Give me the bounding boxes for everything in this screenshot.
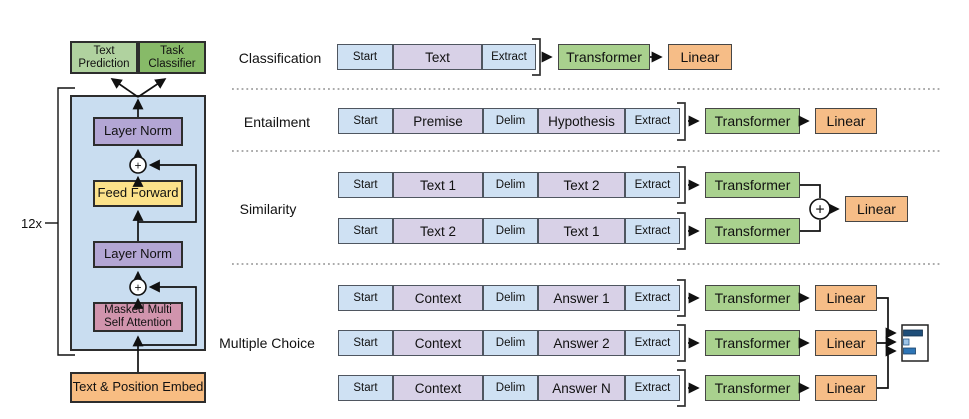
transformer-box: Transformer <box>705 108 800 134</box>
multiple-choice-label: Multiple Choice <box>219 335 315 351</box>
transformer-box: Transformer <box>705 375 800 401</box>
layer-norm-top-box: Layer Norm <box>93 117 183 146</box>
token-context: Context <box>393 330 483 356</box>
transformer-box: Transformer <box>705 330 800 356</box>
token-delim: Delim <box>483 375 538 401</box>
token-extract: Extract <box>625 218 680 244</box>
similarity-label: Similarity <box>239 201 297 217</box>
entailment-label: Entailment <box>243 114 311 130</box>
token-extract: Extract <box>625 330 680 356</box>
token-text2: Text 2 <box>538 172 625 198</box>
token-context: Context <box>393 375 483 401</box>
token-hypothesis: Hypothesis <box>538 108 625 134</box>
token-delim: Delim <box>483 172 538 198</box>
transformer-box: Transformer <box>705 285 800 311</box>
token-extract: Extract <box>625 172 680 198</box>
token-delim: Delim <box>483 330 538 356</box>
score-bar-2 <box>903 338 910 346</box>
token-start: Start <box>338 285 393 311</box>
masked-self-attention-box: Masked Multi Self Attention <box>93 302 183 332</box>
token-start: Start <box>338 375 393 401</box>
token-start: Start <box>337 44 393 70</box>
token-premise: Premise <box>393 108 483 134</box>
linear-box: Linear <box>815 285 877 311</box>
token-start: Start <box>338 108 393 134</box>
layer-norm-bottom-box: Layer Norm <box>93 241 183 268</box>
token-text1: Text 1 <box>393 172 483 198</box>
token-start: Start <box>338 172 393 198</box>
token-answerN: Answer N <box>538 375 625 401</box>
token-answer1: Answer 1 <box>538 285 625 311</box>
linear-box: Linear <box>815 108 877 134</box>
answer-scores-icon <box>901 324 929 362</box>
token-delim: Delim <box>483 285 538 311</box>
repeat-12x-label: 12x <box>21 216 42 231</box>
linear-box: Linear <box>668 44 732 70</box>
token-extract: Extract <box>625 375 680 401</box>
token-extract: Extract <box>625 108 680 134</box>
linear-box: Linear <box>815 375 877 401</box>
transformer-box: Transformer <box>558 44 650 70</box>
token-start: Start <box>338 330 393 356</box>
task-classifier-head: Task Classifier <box>138 41 206 74</box>
feed-forward-box: Feed Forward <box>93 180 183 207</box>
classification-label: Classification <box>238 50 322 66</box>
token-extract: Extract <box>482 44 536 70</box>
sum-circle-icon <box>809 198 831 220</box>
token-text2: Text 2 <box>393 218 483 244</box>
text-prediction-head: Text Prediction <box>70 41 138 74</box>
token-delim: Delim <box>483 218 538 244</box>
score-bar-1 <box>903 329 923 337</box>
linear-box: Linear <box>815 330 877 356</box>
score-bar-3 <box>903 347 916 355</box>
embedding-box: Text & Position Embed <box>70 372 206 403</box>
svg-text:+: + <box>815 202 824 219</box>
transformer-box: Transformer <box>705 218 800 244</box>
token-delim: Delim <box>483 108 538 134</box>
linear-box: Linear <box>845 196 908 222</box>
transformer-box: Transformer <box>705 172 800 198</box>
token-answer2: Answer 2 <box>538 330 625 356</box>
token-context: Context <box>393 285 483 311</box>
token-extract: Extract <box>625 285 680 311</box>
token-text: Text <box>393 44 482 70</box>
token-text1: Text 1 <box>538 218 625 244</box>
token-start: Start <box>338 218 393 244</box>
